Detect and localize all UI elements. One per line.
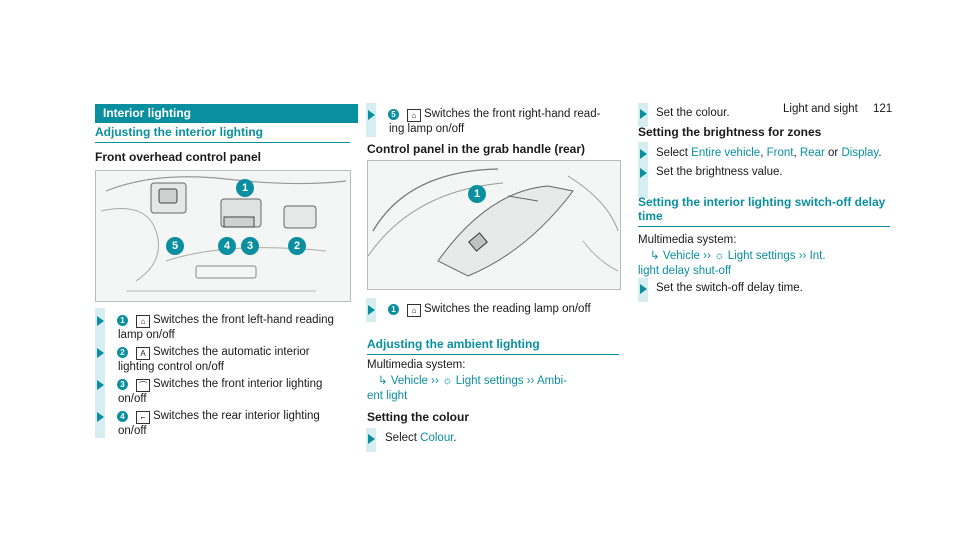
path-int[interactable]: Int. — [809, 250, 826, 262]
light-settings-icon: ☼ — [442, 375, 453, 387]
comma: , — [760, 147, 764, 159]
item5-text-block: ⌂Switches the front right-hand read- ing… — [389, 107, 619, 136]
step-arrow-icon — [97, 412, 104, 422]
or-text: or — [828, 147, 839, 159]
step-arrow-icon — [640, 168, 647, 178]
page-number: 121 — [873, 103, 893, 115]
return-arrow-icon: ↳ — [378, 375, 388, 387]
menu-path: ↳ Vehicle ›› ☼ Light settings ›› Ambi- — [378, 374, 618, 388]
item-text: Switches the front interior lighting — [153, 378, 323, 390]
step-arrow-icon — [368, 305, 375, 315]
item-number: 5 — [388, 109, 399, 120]
light-settings-icon: ☼ — [714, 250, 725, 262]
double-chevron-icon: ›› — [526, 375, 537, 387]
overhead-panel-figure: 1 2 3 4 5 — [95, 170, 351, 302]
double-chevron-icon: ›› — [798, 250, 810, 262]
figure1-callout-3: 3 — [241, 237, 259, 255]
reading-lamp-icon: ⌂ — [407, 109, 421, 122]
step-arrow-icon — [640, 149, 647, 159]
figure1-callout-5: 5 — [166, 237, 184, 255]
ambient-heading: Adjusting the ambient lighting — [367, 337, 619, 355]
multimedia-label: Multimedia system: — [638, 234, 737, 246]
panel-heading: Front overhead control panel — [95, 150, 262, 164]
item-text: Switches the rear interior lighting — [153, 410, 320, 422]
figure1-callout-2: 2 — [288, 237, 306, 255]
switchoff-heading-line1: Setting the interior lighting switch-off… — [638, 195, 886, 209]
select-colour-line: Select Colour. — [385, 431, 457, 445]
double-chevron-icon: ›› — [431, 375, 442, 387]
option-front[interactable]: Front — [766, 147, 794, 159]
figure1-callout-4: 4 — [218, 237, 236, 255]
path-ambient[interactable]: Ambi- — [536, 375, 567, 387]
item-text-cont: lamp on/off — [118, 329, 175, 341]
grab-handle-figure: 1 — [367, 160, 621, 290]
item-text: Switches the front right-hand read- — [424, 108, 601, 120]
grab-item-text-block: ⌂Switches the reading lamp on/off — [404, 302, 619, 317]
figure2-callout-1: 1 — [468, 185, 486, 203]
item-text-cont: on/off — [118, 425, 147, 437]
option-display[interactable]: Display — [841, 147, 879, 159]
figure1-callout-1: 1 — [236, 179, 254, 197]
reading-lamp-icon: ⌂ — [136, 315, 150, 328]
option-rear[interactable]: Rear — [799, 147, 825, 159]
select-prefix: Select — [656, 147, 688, 159]
page-header: Light and sight 121 — [783, 103, 892, 115]
switchoff-heading: Setting the interior lighting switch-off… — [638, 195, 890, 227]
double-chevron-icon: ›› — [703, 250, 714, 262]
grab-heading: Control panel in the grab handle (rear) — [367, 142, 586, 156]
set-colour-text: Set the colour. — [656, 107, 730, 119]
item-text-cont: ing lamp on/off — [389, 123, 465, 135]
step-arrow-icon — [640, 109, 647, 119]
colour-option[interactable]: Colour — [420, 432, 454, 444]
period: . — [453, 432, 457, 444]
select-zone-line: Select Entire vehicle, Front, Rear or Di… — [656, 146, 896, 160]
overhead-panel-illustration — [100, 176, 347, 292]
set-brightness-text: Set the brightness value. — [656, 166, 783, 178]
path-delay-cont[interactable]: light delay shut-off — [638, 265, 732, 277]
colour-heading: Setting the colour — [367, 410, 469, 424]
step-arrow-icon — [97, 316, 104, 326]
item-number: 3 — [117, 379, 128, 390]
step-arrow-icon — [368, 110, 375, 120]
item-text-cont: lighting control on/off — [118, 361, 224, 373]
step-arrow-icon — [97, 348, 104, 358]
step-arrow-icon — [640, 284, 647, 294]
subheading-adjust: Adjusting the interior lighting — [95, 125, 350, 143]
item-text-cont: on/off — [118, 393, 147, 405]
path-vehicle[interactable]: Vehicle — [662, 250, 700, 262]
item5-bar — [366, 103, 376, 137]
step-arrow-icon — [97, 380, 104, 390]
item-number: 1 — [388, 304, 399, 315]
switchoff-heading-line2: time — [638, 209, 663, 223]
item-text: Switches the automatic interior — [153, 346, 310, 358]
front-interior-light-icon: ⌒ — [136, 379, 150, 392]
path-light-settings[interactable]: Light settings — [455, 375, 524, 387]
path-ambient-cont[interactable]: ent light — [367, 390, 408, 402]
item-number: 1 — [117, 315, 128, 326]
path-vehicle[interactable]: Vehicle — [390, 375, 428, 387]
menu-path: ↳ Vehicle ›› ☼ Light settings ›› Int. — [650, 249, 895, 263]
header-section: Light and sight — [783, 103, 858, 115]
auto-light-icon: A — [136, 347, 150, 360]
item-text: Switches the front left-hand reading — [153, 314, 334, 326]
comma: , — [793, 147, 797, 159]
item-number: 2 — [117, 347, 128, 358]
set-delay-text: Set the switch-off delay time. — [656, 282, 803, 294]
item-text: Switches the reading lamp on/off — [424, 303, 591, 315]
option-entire-vehicle[interactable]: Entire vehicle — [691, 147, 761, 159]
path-light-settings[interactable]: Light settings — [727, 250, 796, 262]
reading-lamp-icon: ⌂ — [407, 304, 421, 317]
grab-handle-illustration — [368, 168, 619, 277]
multimedia-label: Multimedia system: — [367, 359, 466, 371]
section-bar: Interior lighting — [95, 104, 358, 123]
rear-interior-light-icon: ⌐ — [136, 411, 150, 424]
list-bar — [95, 308, 105, 438]
item-number: 4 — [117, 411, 128, 422]
return-arrow-icon: ↳ — [650, 250, 660, 262]
step-arrow-icon — [368, 434, 375, 444]
select-prefix: Select — [385, 432, 417, 444]
brightness-heading: Setting the brightness for zones — [638, 125, 822, 139]
period: . — [878, 147, 882, 159]
